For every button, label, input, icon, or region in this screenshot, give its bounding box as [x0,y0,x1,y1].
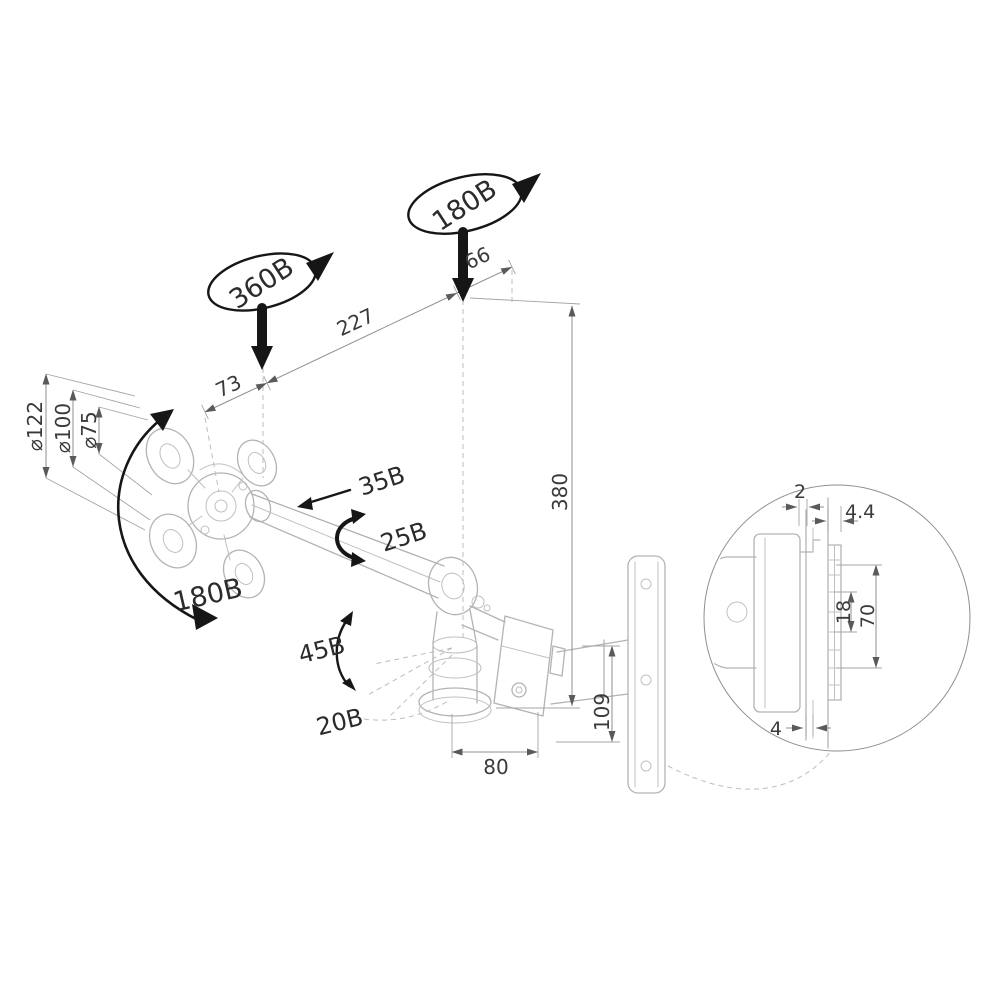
rotation-35-label: 35B [355,460,408,501]
rotation-45-label: 45B [296,631,348,670]
detail-section-outline [706,497,842,749]
wall-rail-outline [627,555,666,794]
dim-227-label: 227 [333,303,378,341]
construction-lines [204,270,833,790]
rotation-180-head-label: 180B [170,573,245,619]
detail-dim-18-label: 18 [833,600,855,624]
dimension-lines [42,259,620,758]
detail-dim-70-label: 70 [857,604,879,628]
dim-dia75-label: ⌀75 [77,411,101,449]
dim-73-label: 73 [212,370,245,403]
detail-dim-4-4-label: 4.4 [845,501,875,523]
detail-circle [703,484,971,752]
arm-outline [249,493,629,724]
dim-dia122-label: ⌀122 [23,401,47,451]
detail-dim-2-label: 2 [794,481,806,503]
rotation-25-label: 25B [377,516,430,557]
dim-109-label: 109 [590,693,614,731]
rotation-annotations [116,173,541,691]
rotation-20-label: 20B [314,703,366,742]
dim-dia100-label: ⌀100 [51,403,75,453]
detail-dim-4-label: 4 [770,718,782,740]
dim-80-label: 80 [483,755,508,779]
detail-dimension-lines [782,499,882,736]
dim-380-label: 380 [548,473,572,511]
